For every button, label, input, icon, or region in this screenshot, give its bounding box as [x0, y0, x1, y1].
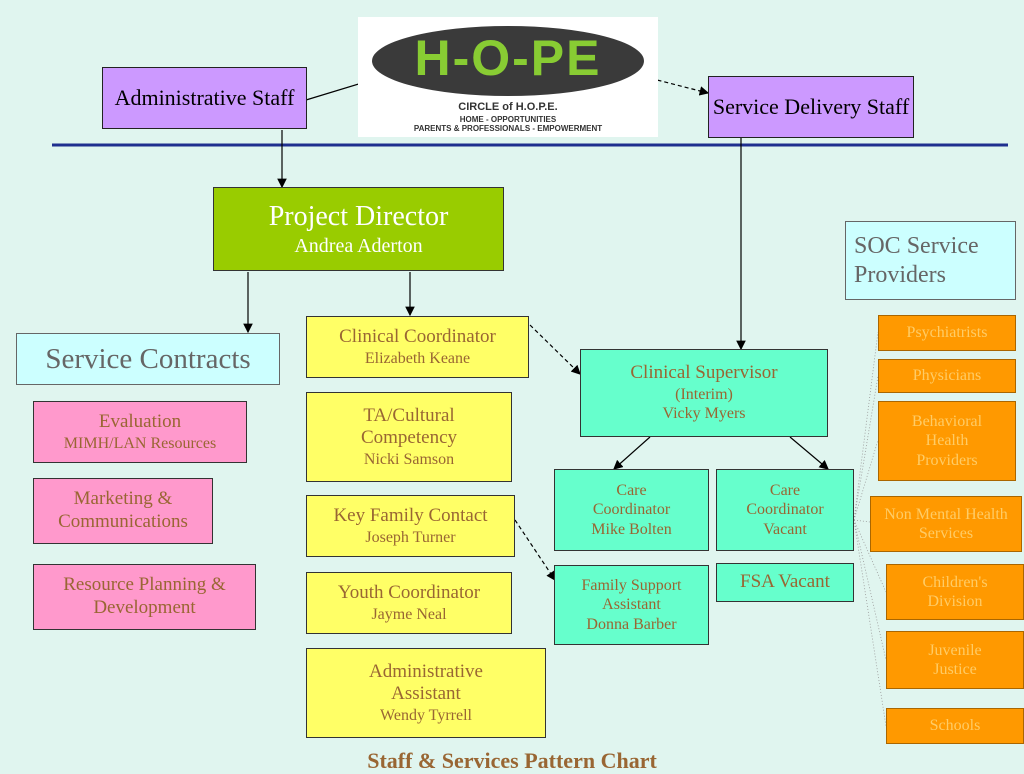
- soc-heading: SOC Service Providers: [854, 232, 979, 288]
- provider-label: Non Mental Health Services: [884, 505, 1008, 542]
- care-coordinator-2-name: Vacant: [763, 520, 807, 538]
- care-coordinator-1-box: Care Coordinator Mike Bolten: [554, 469, 709, 551]
- care-coordinator-2-title: Care Coordinator: [746, 482, 824, 519]
- care-coordinator-2-box: Care Coordinator Vacant: [716, 469, 854, 551]
- chart-footer-title: Staff & Services Pattern Chart: [367, 748, 657, 773]
- provider-label: Children's Division: [922, 573, 988, 610]
- provider-non-mental-health-box: Non Mental Health Services: [870, 496, 1022, 552]
- family-support-assistant-title: Family Support Assistant: [581, 577, 682, 614]
- staff-title: Administrative Assistant: [369, 660, 483, 705]
- staff-name: Elizabeth Keane: [364, 349, 471, 367]
- staff-youth-coordinator-box: Youth Coordinator Jayme Neal: [306, 572, 512, 634]
- administrative-staff-box: Administrative Staff: [102, 67, 307, 129]
- staff-administrative-assistant-box: Administrative Assistant Wendy Tyrrell: [306, 648, 546, 738]
- logo-line-circle: CIRCLE of H.O.P.E.: [458, 101, 558, 113]
- service-delivery-staff-box: Service Delivery Staff: [708, 76, 914, 138]
- clinical-supervisor-name: Vicky Myers: [662, 405, 746, 423]
- project-director-name: Andrea Aderton: [294, 234, 423, 257]
- contract-evaluation-box: Evaluation MIMH/LAN Resources: [33, 401, 247, 463]
- contract-marketing-title: Marketing & Communications: [58, 488, 188, 532]
- soc-service-providers-box: SOC Service Providers: [845, 221, 1016, 300]
- clinical-supervisor-box: Clinical Supervisor (Interim) Vicky Myer…: [580, 349, 828, 437]
- staff-name: Nicki Samson: [363, 451, 455, 469]
- family-support-assistant-box: Family Support Assistant Donna Barber: [554, 565, 709, 645]
- care-coordinator-1-title: Care Coordinator: [592, 482, 671, 519]
- logo-line-parents: PARENTS & PROFESSIONALS - EMPOWERMENT: [413, 124, 603, 133]
- provider-schools-box: Schools: [886, 708, 1024, 744]
- provider-behavioral-health-box: Behavioral Health Providers: [878, 401, 1016, 481]
- clinical-supervisor-note: (Interim): [675, 386, 733, 404]
- staff-clinical-coordinator-box: Clinical Coordinator Elizabeth Keane: [306, 316, 529, 378]
- provider-label: Juvenile Justice: [928, 641, 982, 678]
- staff-title: TA/Cultural Competency: [360, 404, 458, 449]
- contract-resource-planning-box: Resource Planning & Development: [33, 564, 256, 630]
- staff-title: Key Family Contact: [333, 505, 488, 526]
- logo-oval: [372, 26, 644, 96]
- staff-name: Jayme Neal: [371, 605, 447, 623]
- contract-evaluation-sub: MIMH/LAN Resources: [63, 434, 217, 452]
- logo-line-home: HOME - OPPORTUNITIES: [459, 115, 557, 124]
- provider-label: Behavioral Health Providers: [911, 413, 983, 469]
- service-contracts-heading-box: Service Contracts: [16, 333, 280, 385]
- staff-title: Clinical Coordinator: [339, 326, 496, 347]
- provider-label: Physicians: [912, 367, 982, 385]
- staff-title: Youth Coordinator: [337, 582, 481, 603]
- staff-ta-cultural-box: TA/Cultural Competency Nicki Samson: [306, 392, 512, 482]
- care-coordinator-1-name: Mike Bolten: [591, 520, 672, 538]
- clinical-supervisor-title: Clinical Supervisor: [630, 362, 778, 384]
- provider-label: Schools: [929, 717, 981, 735]
- staff-name: Wendy Tyrrell: [380, 707, 472, 725]
- service-delivery-staff-label: Service Delivery Staff: [712, 93, 910, 119]
- hope-logo: H-O-PE CIRCLE of H.O.P.E. HOME - OPPORTU…: [358, 17, 658, 137]
- fsa-vacant-label: FSA Vacant: [740, 571, 830, 593]
- provider-psychiatrists-box: Psychiatrists: [878, 315, 1016, 351]
- contract-evaluation-title: Evaluation: [98, 411, 182, 432]
- provider-label: Psychiatrists: [906, 324, 988, 342]
- staff-name: Joseph Turner: [365, 528, 456, 546]
- service-contracts-heading: Service Contracts: [45, 342, 251, 375]
- project-director-title: Project Director: [268, 201, 449, 233]
- project-director-box: Project Director Andrea Aderton: [213, 187, 504, 271]
- provider-juvenile-justice-box: Juvenile Justice: [886, 631, 1024, 689]
- contract-resource-planning-title: Resource Planning & Development: [63, 574, 226, 618]
- fsa-vacant-box: FSA Vacant: [716, 563, 854, 602]
- provider-physicians-box: Physicians: [878, 359, 1016, 393]
- staff-key-family-contact-box: Key Family Contact Joseph Turner: [306, 495, 515, 557]
- contract-marketing-box: Marketing & Communications: [33, 478, 213, 544]
- family-support-assistant-name: Donna Barber: [586, 615, 677, 633]
- administrative-staff-label: Administrative Staff: [114, 84, 295, 110]
- provider-childrens-division-box: Children's Division: [886, 564, 1024, 620]
- logo-wordmark: H-O-PE: [414, 30, 602, 86]
